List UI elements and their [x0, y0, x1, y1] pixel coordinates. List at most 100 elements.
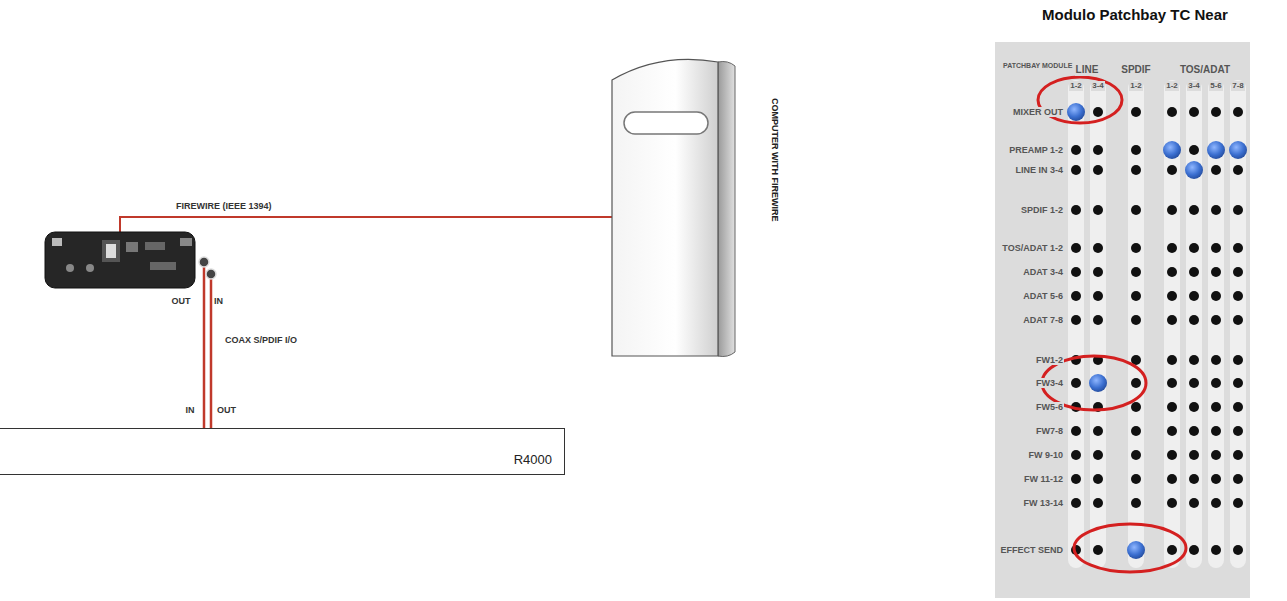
patch-point — [1211, 355, 1221, 365]
column-header: 1-2 — [1129, 81, 1143, 90]
patch-point — [1233, 545, 1243, 555]
patch-point — [1189, 426, 1199, 436]
column-header: 7-8 — [1231, 81, 1245, 90]
computer-tower — [612, 59, 735, 356]
patch-point — [1211, 402, 1221, 412]
patch-point — [1131, 267, 1141, 277]
patch-point — [1233, 165, 1243, 175]
patch-point — [1167, 426, 1177, 436]
row-label: MIXER OUT — [1012, 107, 1064, 117]
patch-point — [1071, 315, 1081, 325]
node-text: COMPUTER WITH FIREWIRE — [770, 98, 780, 222]
patch-point — [1131, 315, 1141, 325]
patchbay-strips — [1068, 80, 1246, 568]
jack-strip — [1186, 80, 1202, 568]
patch-point — [1189, 205, 1199, 215]
patch-point — [1093, 498, 1103, 508]
patch-point — [1167, 267, 1177, 277]
device-box: R4000 — [0, 428, 565, 475]
patchbay-jacks — [1067, 103, 1247, 559]
patch-point — [1093, 107, 1103, 117]
signal-label: OUT — [171, 296, 192, 306]
patch-point — [1233, 355, 1243, 365]
patch-point — [1211, 450, 1221, 460]
patch-point — [1071, 498, 1081, 508]
patch-point — [1093, 145, 1103, 155]
patch-point — [1093, 267, 1103, 277]
patch-point — [1093, 426, 1103, 436]
row-label: FW 9-10 — [1027, 450, 1064, 460]
patch-point — [1167, 315, 1177, 325]
patch-point — [1167, 243, 1177, 253]
patch-point — [1071, 243, 1081, 253]
row-label: EFFECT SEND — [999, 545, 1064, 555]
firewire-cable — [120, 217, 614, 240]
patch-point — [1189, 145, 1199, 155]
row-label: FW7-8 — [1035, 426, 1064, 436]
computer-node: COMPUTER WITH FIREWIRE — [608, 50, 788, 362]
patch-point — [1071, 205, 1081, 215]
patch-point — [1093, 243, 1103, 253]
patch-point — [1167, 205, 1177, 215]
patch-point — [1071, 450, 1081, 460]
patch-point — [1071, 474, 1081, 484]
patch-point — [1167, 165, 1177, 175]
patch-point — [1189, 474, 1199, 484]
patch-point — [1211, 498, 1221, 508]
patch-point — [1233, 315, 1243, 325]
patch-point — [1093, 165, 1103, 175]
patch-point — [1131, 291, 1141, 301]
signal-label: IN — [185, 405, 196, 415]
column-header: TOS/ADAT — [1179, 64, 1231, 76]
patch-point — [1189, 291, 1199, 301]
patch-point — [1233, 378, 1243, 388]
patch-point — [1211, 378, 1221, 388]
jack-strip — [1090, 80, 1106, 568]
patch-point-active — [1229, 141, 1247, 159]
column-header: 3-4 — [1187, 81, 1201, 90]
patch-point — [1211, 205, 1221, 215]
patch-point — [1189, 402, 1199, 412]
patch-point — [1167, 291, 1177, 301]
patch-point — [1211, 291, 1221, 301]
patch-point — [1211, 107, 1221, 117]
patch-point — [1211, 243, 1221, 253]
patch-point — [1167, 498, 1177, 508]
jack-strip — [1128, 80, 1144, 568]
patch-point — [1131, 498, 1141, 508]
row-label: TOS/ADAT 1-2 — [1001, 243, 1064, 253]
patch-point-active — [1163, 141, 1181, 159]
column-header: 1-2 — [1069, 81, 1083, 90]
jack-strip — [1208, 80, 1224, 568]
diagram-title: Modulo Patchbay TC Near — [1042, 6, 1228, 23]
patch-point — [1131, 426, 1141, 436]
row-label: PREAMP 1-2 — [1008, 145, 1064, 155]
patch-point — [1131, 243, 1141, 253]
patch-point — [1233, 291, 1243, 301]
coax-cable — [210, 274, 213, 430]
patch-point — [1189, 545, 1199, 555]
patch-point — [1189, 315, 1199, 325]
column-header: LINE — [1075, 64, 1100, 76]
patch-point — [1233, 450, 1243, 460]
signal-label: COAX S/PDIF I/O — [224, 335, 298, 345]
patch-point — [1211, 267, 1221, 277]
patch-point — [1167, 378, 1177, 388]
patch-point — [1233, 426, 1243, 436]
row-label: SPDIF 1-2 — [1020, 205, 1064, 215]
patch-point — [1189, 107, 1199, 117]
node-text: PATCHBAY MODULE — [1003, 62, 1072, 70]
patch-point — [1233, 267, 1243, 277]
patch-point-active — [1089, 374, 1107, 392]
patch-point-active — [1185, 161, 1203, 179]
patch-point — [1189, 267, 1199, 277]
patch-point — [1093, 450, 1103, 460]
patch-point — [1233, 498, 1243, 508]
patch-point — [1131, 378, 1141, 388]
patch-point — [1093, 315, 1103, 325]
patch-point — [1131, 450, 1141, 460]
patch-point — [1071, 145, 1081, 155]
patch-point — [1131, 402, 1141, 412]
patch-point — [1211, 165, 1221, 175]
